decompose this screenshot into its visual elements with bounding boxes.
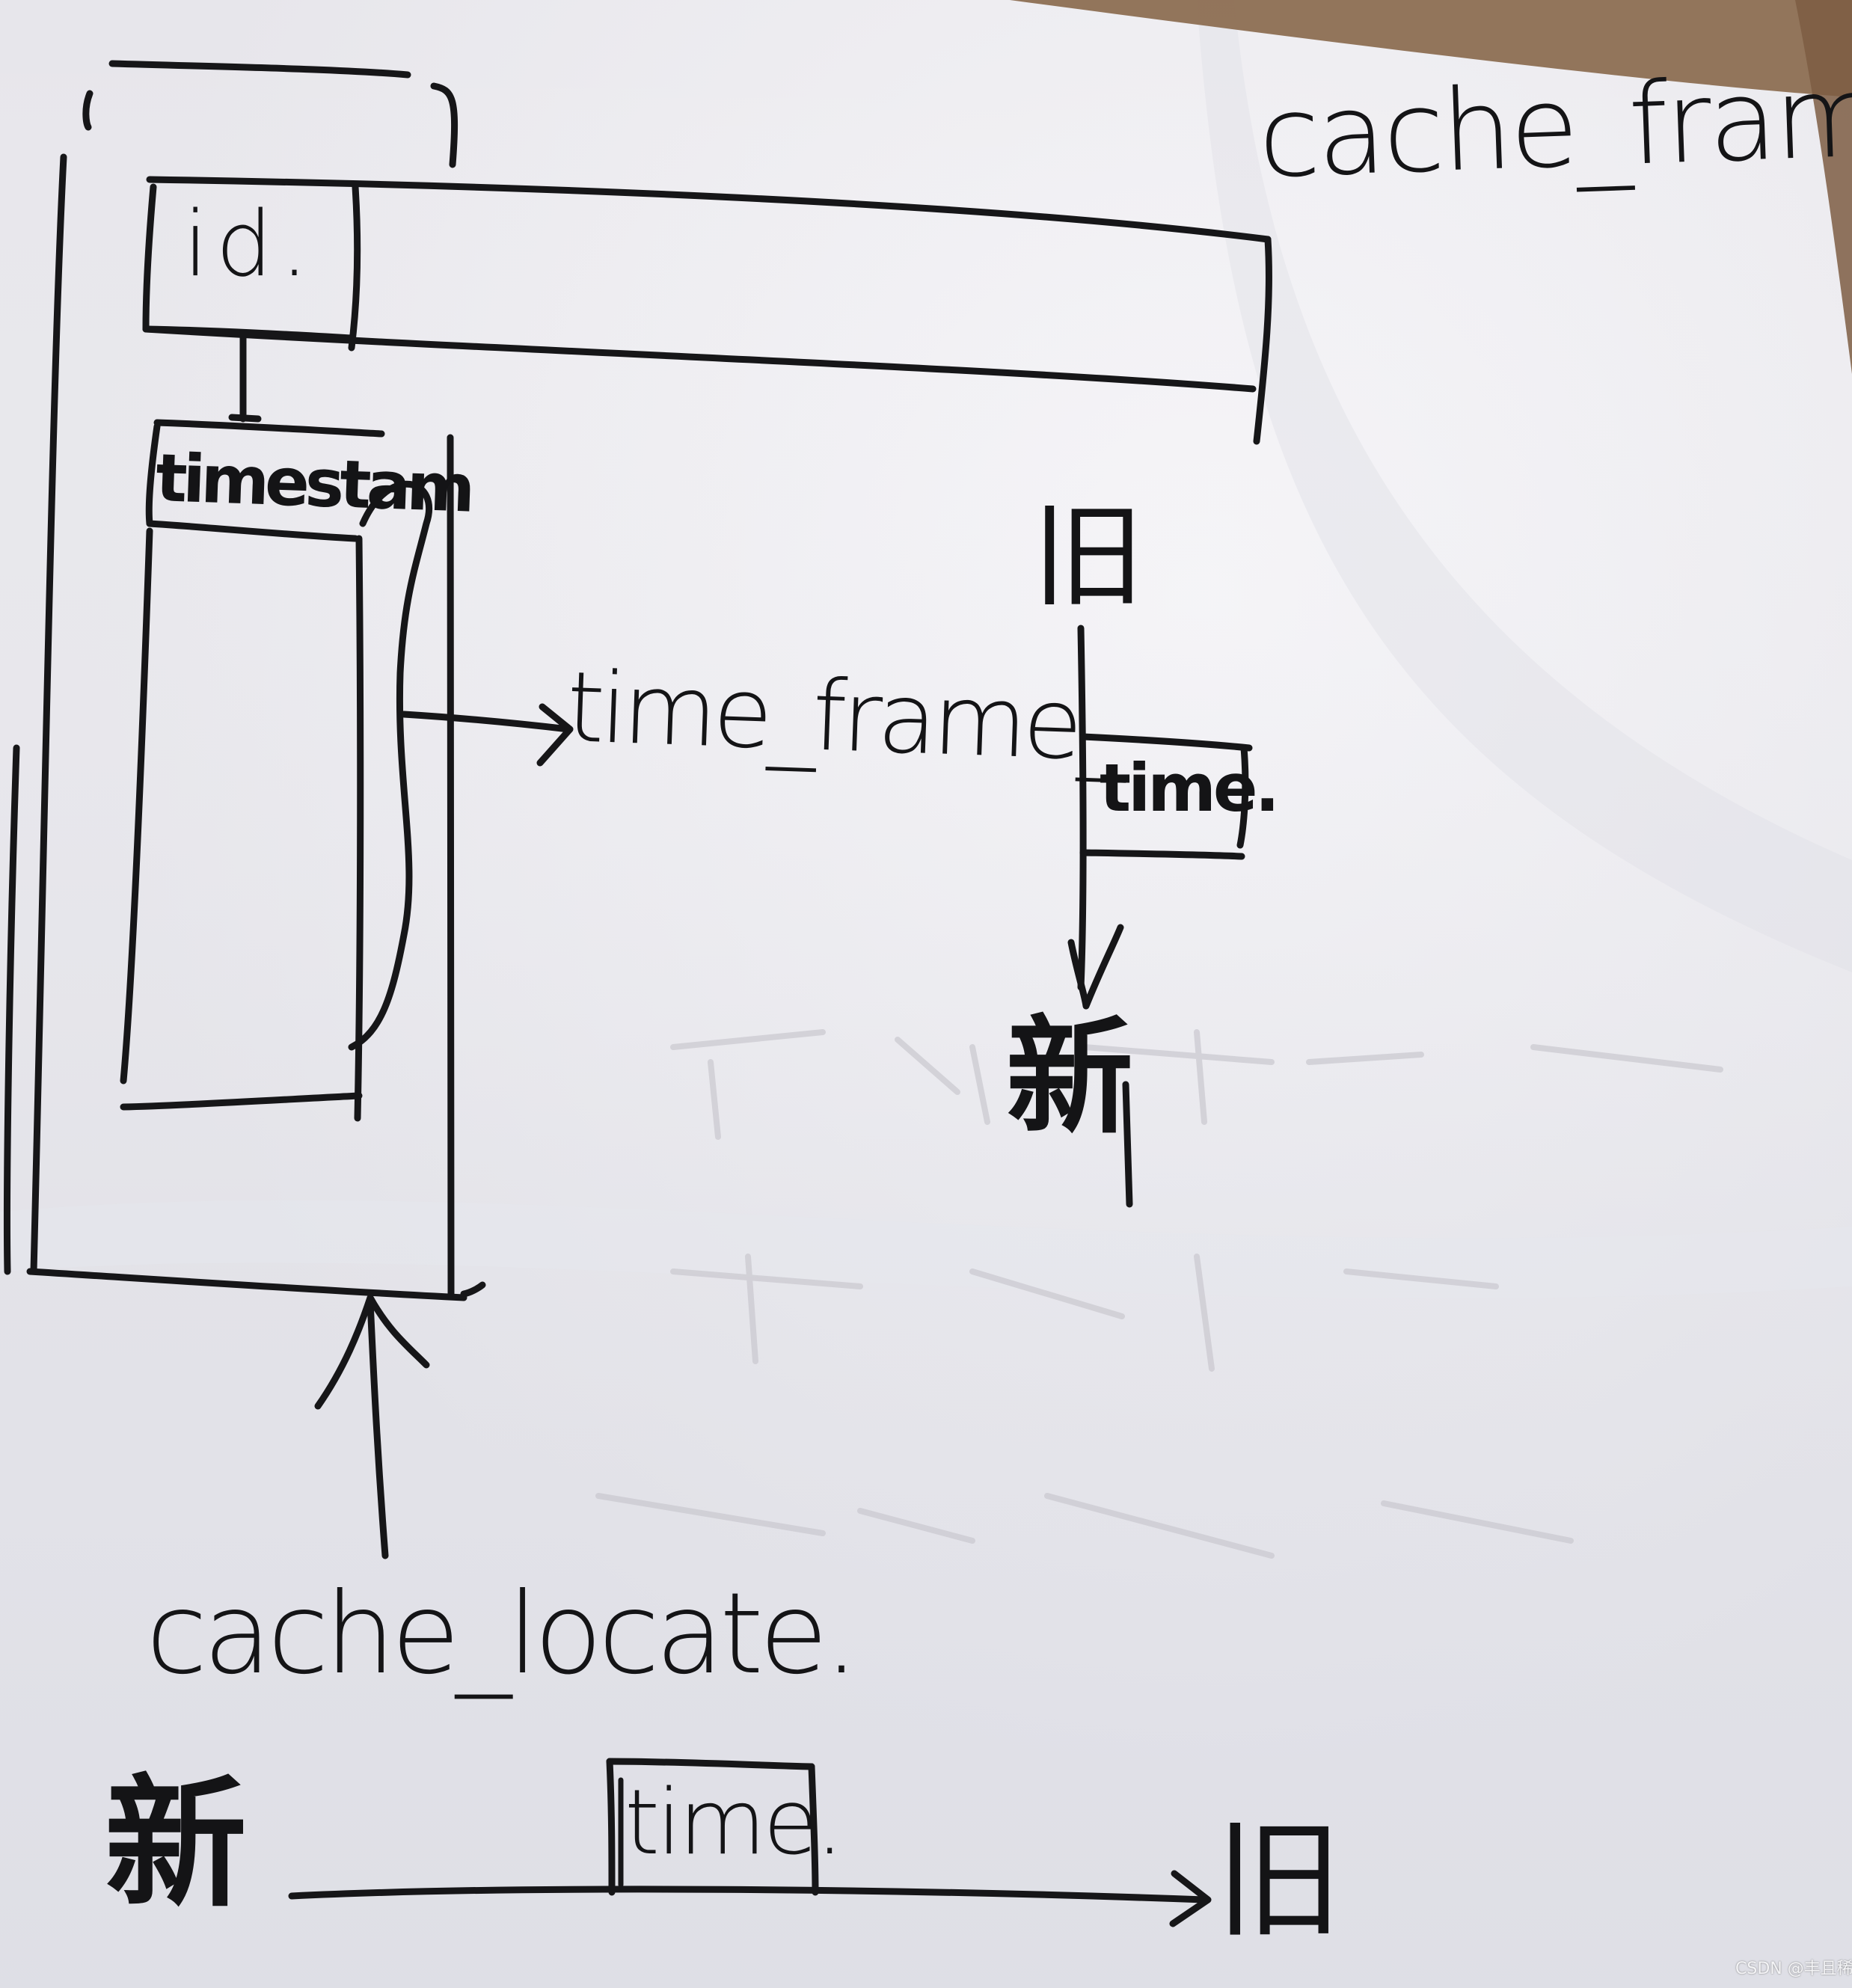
- id-label: id.: [183, 193, 316, 297]
- id-box: [142, 183, 361, 423]
- old-label-bottom: 旧: [1215, 1807, 1343, 1955]
- old-label-top: 旧: [1032, 492, 1145, 622]
- time-frame-label: time_frame_: [565, 650, 1125, 783]
- cache-frame-label: cache_frame.: [1256, 48, 1852, 203]
- time-box-bottom: [606, 1758, 819, 1896]
- time-box-right: [1079, 733, 1253, 860]
- new-label-bottom: 新: [105, 1760, 248, 1927]
- time-label-bottom: time.: [625, 1771, 844, 1875]
- horizontal-time-axis: [288, 1870, 1212, 1927]
- timestamp-label: timestam: [154, 439, 473, 527]
- csdn-watermark: CSDN @丰且稀动: [1735, 1960, 1852, 1978]
- outer-container-box: [4, 60, 486, 1301]
- new-label-mid: 新: [1006, 1002, 1134, 1152]
- timestamp-column: [120, 419, 432, 1122]
- arrow-to-time-frame: [400, 703, 574, 767]
- arrow-up-from-cache-locate: [314, 1294, 430, 1559]
- vertical-time-axis: [1067, 625, 1133, 1208]
- cache-locate-label: cache_locate.: [146, 1569, 859, 1699]
- time-label-right: time.: [1100, 749, 1280, 826]
